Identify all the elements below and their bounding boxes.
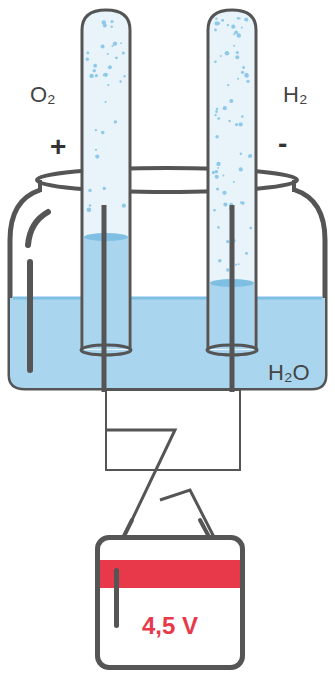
label: - [278, 130, 287, 158]
battery: 4,5 V [95, 535, 245, 670]
label: + [50, 133, 66, 161]
label: H₂O [268, 362, 310, 384]
voltage-label: 4,5 V [100, 612, 240, 640]
label: O₂ [30, 84, 56, 106]
water [10, 298, 325, 390]
label: H₂ [283, 84, 307, 106]
battery-shine [114, 568, 119, 628]
battery-band [100, 560, 240, 588]
